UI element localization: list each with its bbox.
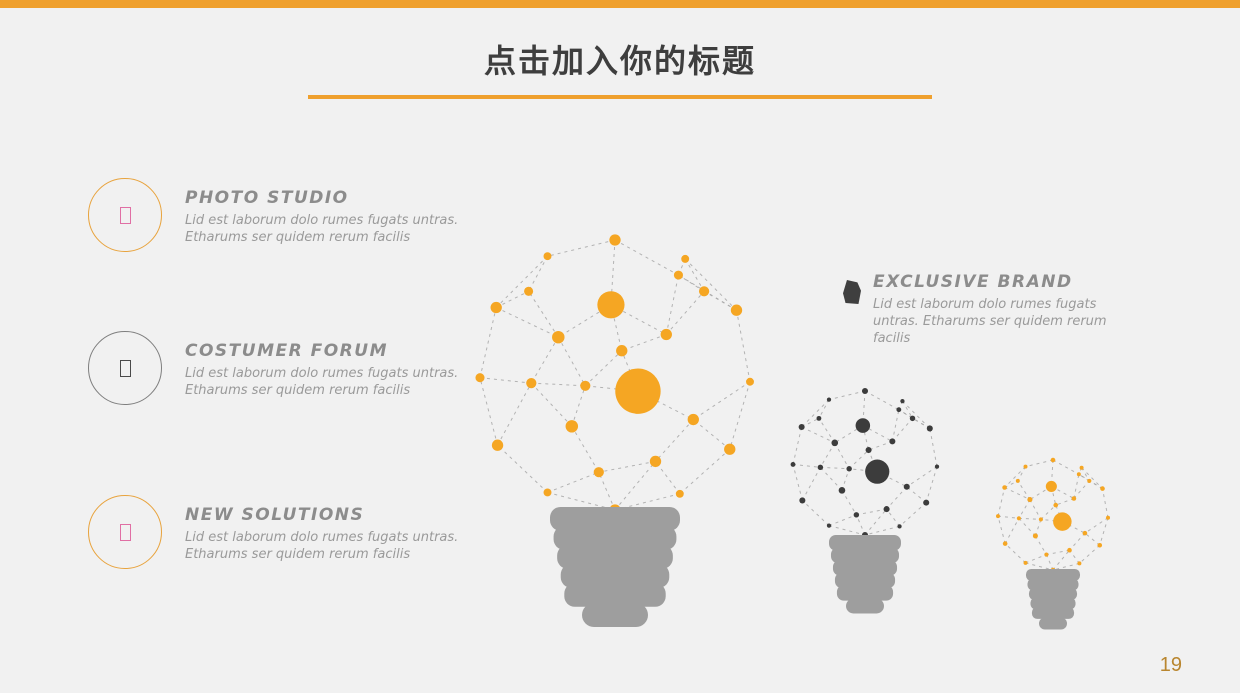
page-number: 19: [1159, 654, 1182, 676]
feature-body: Lid est laborum dolo rumes fugats untras…: [185, 213, 459, 245]
brand-heading: EXCLUSIVE BRAND: [873, 272, 1073, 292]
brand-body: Lid est laborum dolo rumes fugats untras…: [873, 297, 1107, 346]
brand-text: EXCLUSIVE BRAND Lid est laborum dolo rum…: [873, 272, 1123, 347]
lightbulb-network-large: [475, 234, 754, 627]
feature-text: NEW SOLUTIONS Lid est laborum dolo rumes…: [185, 505, 495, 563]
feature-heading: PHOTO STUDIO: [185, 188, 349, 208]
feature-text: COSTUMER FORUM Lid est laborum dolo rume…: [185, 341, 495, 399]
feature-text: PHOTO STUDIO Lid est laborum dolo rumes …: [185, 188, 495, 246]
lightbulb-network-medium: [790, 387, 940, 614]
title-underline: [308, 95, 932, 99]
feature-body: Lid est laborum dolo rumes fugats untras…: [185, 530, 459, 562]
solutions-icon: [119, 523, 131, 541]
feature-heading: NEW SOLUTIONS: [185, 505, 365, 525]
camera-icon: [119, 206, 131, 224]
feature-heading: COSTUMER FORUM: [185, 341, 388, 361]
brand-icon: [843, 280, 861, 304]
feature-body: Lid est laborum dolo rumes fugats untras…: [185, 366, 459, 398]
lightbulb-network-small: [996, 457, 1110, 630]
forum-icon: [119, 359, 131, 377]
feature-circle: [88, 178, 162, 252]
top-accent-bar: [0, 0, 1240, 8]
feature-circle: [88, 495, 162, 569]
feature-circle: [88, 331, 162, 405]
slide-title: 点击加入你的标题: [483, 43, 756, 79]
